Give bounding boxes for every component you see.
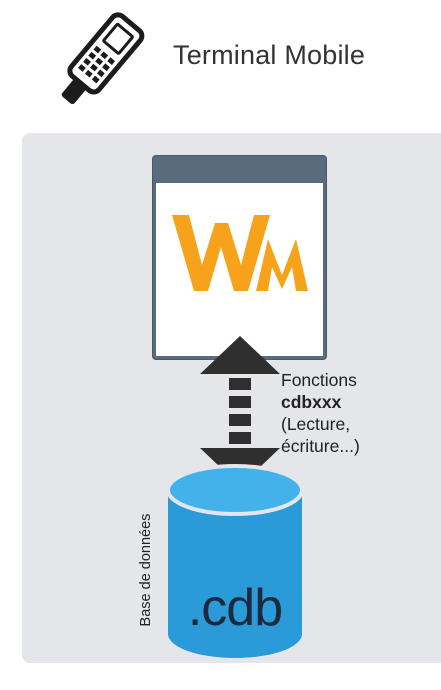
wm-logo-icon	[172, 215, 308, 291]
functions-label: Fonctions cdbxxx (Lecture, écriture...)	[281, 369, 360, 457]
functions-label-cdbxxx: cdbxxx	[281, 392, 342, 412]
mobile-terminal-icon	[61, 12, 145, 105]
arrow-dash	[229, 432, 251, 444]
arrow-head-up	[200, 336, 280, 374]
page-title: Terminal Mobile	[173, 40, 366, 70]
application-window	[153, 156, 326, 359]
functions-label-line1: Fonctions	[281, 370, 357, 390]
functions-label-line4: écriture...)	[281, 436, 360, 456]
functions-label-line3: (Lecture,	[281, 414, 351, 434]
window-titlebar	[156, 159, 323, 183]
arrow-dash	[229, 396, 251, 408]
arrow-dash	[229, 414, 251, 426]
database-cylinder-icon	[166, 464, 304, 658]
arrow-dash	[229, 378, 251, 390]
database-extension: .cdb	[187, 579, 283, 637]
database-side-label: Base de données	[138, 513, 154, 627]
